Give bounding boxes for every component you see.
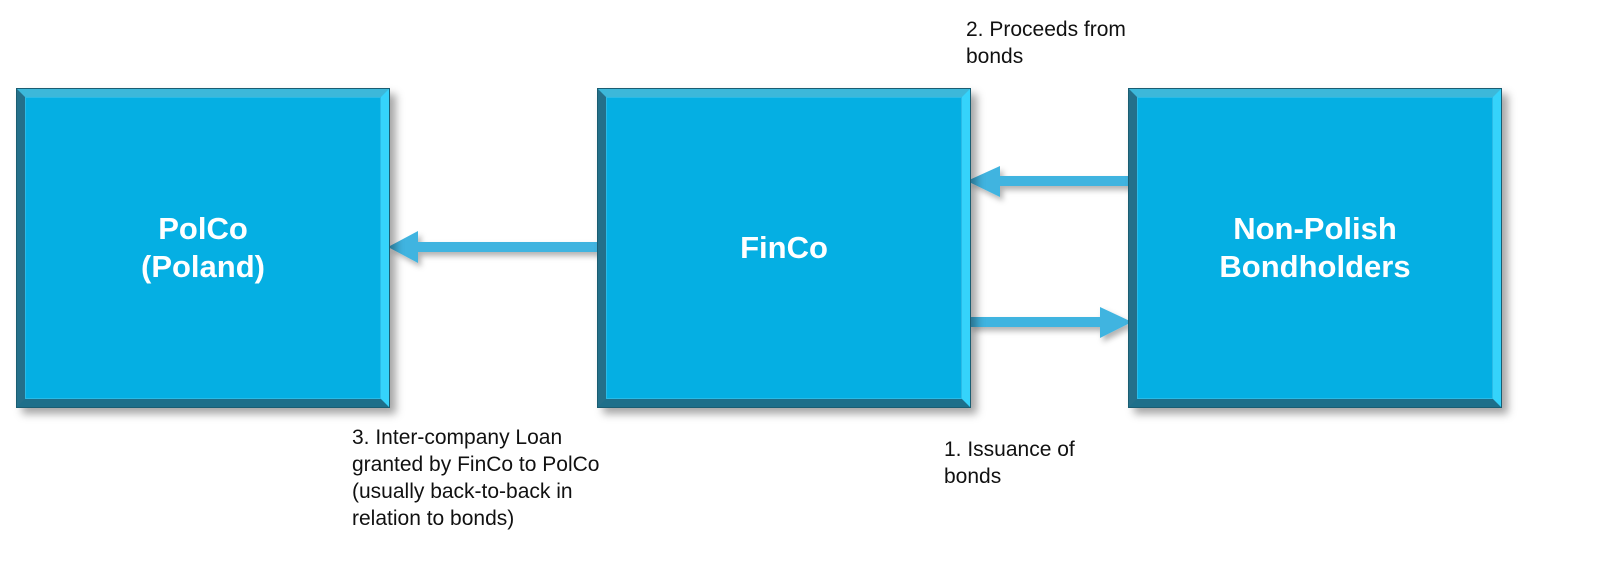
label-line: relation to bonds) (352, 507, 515, 530)
node-bondholders-line2: Bondholders (1219, 249, 1411, 284)
label-line: 1. Issuance of (944, 438, 1075, 461)
arrow-finco-to-polco (388, 231, 598, 263)
label-line: granted by FinCo to PolCo (352, 453, 600, 476)
node-bondholders-line1: Non-Polish (1233, 211, 1397, 246)
label-proceeds: 2. Proceeds from bonds (966, 16, 1126, 70)
arrow-finco-to-bondholders (970, 307, 1132, 338)
label-line: bonds (966, 45, 1024, 68)
node-finco: FinCo (597, 88, 971, 408)
arrow-bondholders-to-finco (967, 166, 1130, 197)
label-issuance: 1. Issuance of bonds (944, 436, 1075, 490)
node-polco-line2: (Poland) (141, 249, 265, 284)
node-finco-label: FinCo (740, 230, 828, 265)
node-polco: PolCo(Poland) (16, 88, 390, 408)
label-line: bonds (944, 465, 1002, 488)
label-line: (usually back-to-back in (352, 480, 573, 503)
label-line: 3. Inter-company Loan (352, 426, 563, 449)
node-polco-line1: PolCo (158, 211, 248, 246)
label-line: 2. Proceeds from (966, 18, 1126, 41)
label-loan: 3. Inter-company Loan granted by FinCo t… (352, 424, 599, 532)
